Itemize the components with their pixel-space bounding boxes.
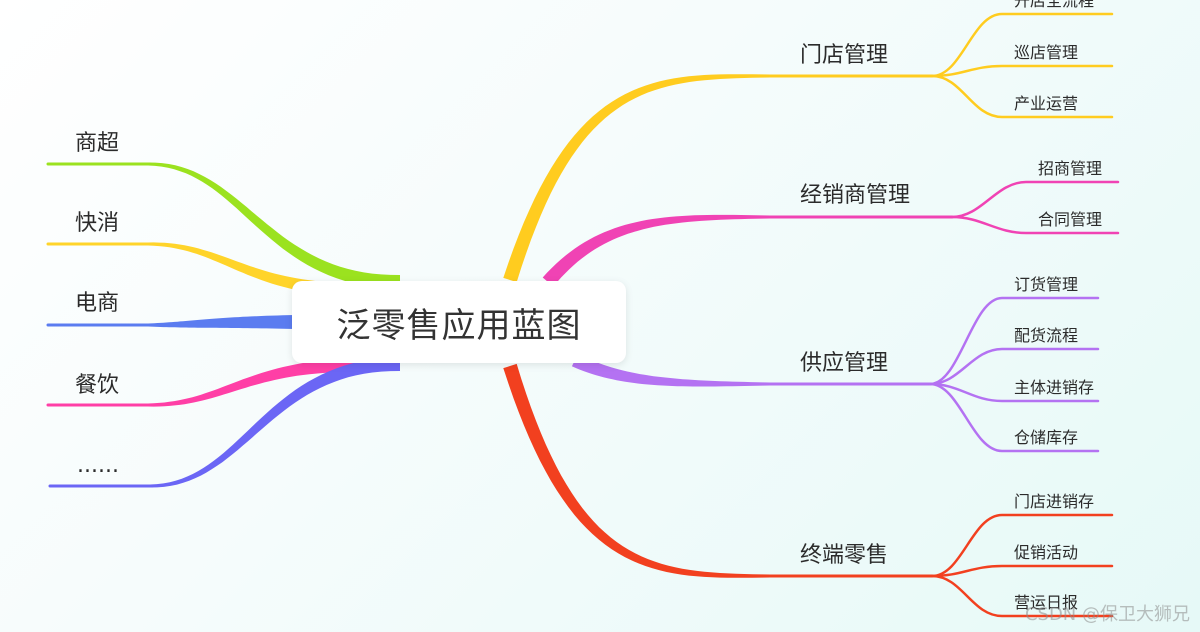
sub-branch-label-3-1[interactable]: 促销活动 — [1014, 543, 1078, 562]
main-branch-label-1[interactable]: 经销商管理 — [800, 183, 910, 208]
left-branch-label-0[interactable]: 商超 — [75, 131, 119, 156]
sub-branch-3-2 — [930, 574, 1114, 618]
sub-branch-label-1-1[interactable]: 合同管理 — [1038, 210, 1102, 229]
sub-branch-2-3 — [928, 382, 1100, 453]
sub-branch-label-0-1[interactable]: 巡店管理 — [1014, 43, 1078, 62]
sub-branch-0-2 — [930, 74, 1114, 119]
sub-branch-2-1 — [928, 347, 1100, 386]
sub-branch-label-2-3[interactable]: 仓储库存 — [1014, 428, 1078, 447]
sub-branch-3-1 — [930, 564, 1114, 578]
sub-branch-label-2-2[interactable]: 主体进销存 — [1014, 378, 1094, 397]
left-branch-3 — [148, 358, 362, 407]
sub-branch-1-1 — [950, 215, 1120, 235]
main-branch-label-0[interactable]: 门店管理 — [800, 43, 888, 68]
sub-branch-label-0-0[interactable]: 开店全流程 — [1014, 0, 1094, 10]
left-branch-label-2[interactable]: 电商 — [75, 291, 119, 316]
sub-branch-0-1 — [930, 64, 1114, 78]
left-branch-label-4[interactable]: ...... — [77, 453, 119, 478]
left-branch-label-3[interactable]: 餐饮 — [75, 373, 119, 398]
main-branch-label-2[interactable]: 供应管理 — [800, 351, 888, 376]
sub-branch-2-0 — [928, 296, 1100, 386]
sub-branch-label-3-2[interactable]: 营运日报 — [1014, 593, 1078, 612]
sub-branch-label-0-2[interactable]: 产业运营 — [1014, 94, 1078, 113]
left-branch-0 — [148, 162, 400, 289]
main-branch-0 — [503, 74, 770, 283]
root-label: 泛零售应用蓝图 — [336, 305, 582, 346]
sub-branch-label-2-1[interactable]: 配货流程 — [1014, 326, 1078, 345]
left-branch-4 — [150, 357, 400, 488]
left-branch-label-1[interactable]: 快消 — [75, 211, 119, 236]
main-branch-2 — [571, 353, 770, 387]
sub-branch-label-1-0[interactable]: 招商管理 — [1038, 159, 1102, 178]
sub-branch-1-0 — [950, 180, 1120, 219]
sub-branch-label-3-0[interactable]: 门店进销存 — [1014, 492, 1094, 511]
main-branch-1 — [542, 214, 770, 287]
sub-branch-label-2-0[interactable]: 订货管理 — [1014, 275, 1078, 294]
watermark: CSDN @保卫大狮兄 — [1024, 604, 1190, 625]
sub-branch-3-0 — [930, 513, 1114, 578]
left-branch-2 — [148, 315, 295, 329]
main-branch-label-3[interactable]: 终端零售 — [800, 543, 888, 568]
root-node[interactable]: 泛零售应用蓝图 — [292, 281, 626, 363]
sub-branch-0-0 — [930, 12, 1114, 78]
sub-branch-2-2 — [928, 382, 1100, 403]
main-branch-3 — [503, 363, 770, 578]
